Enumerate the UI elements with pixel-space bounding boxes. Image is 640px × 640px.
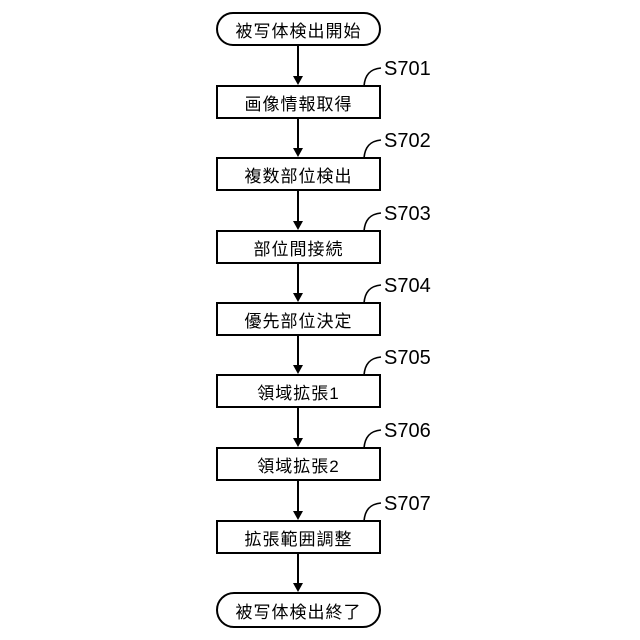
arrow-down-icon xyxy=(293,408,303,447)
process-box-label: 優先部位決定 xyxy=(244,311,353,331)
step-label-s702: S702 xyxy=(384,130,431,152)
step-label-s707: S707 xyxy=(384,493,431,515)
process-box-s706: 領域拡張2 xyxy=(216,447,381,481)
process-box-s702: 複数部位検出 xyxy=(216,157,381,191)
start-terminal-label: 被写体検出開始 xyxy=(235,21,362,41)
process-box-label: 複数部位検出 xyxy=(244,166,353,186)
process-box-label: 部位間接続 xyxy=(253,239,344,259)
process-box-s703: 部位間接続 xyxy=(216,230,381,264)
arrow-down-icon xyxy=(293,119,303,157)
step-label-s706: S706 xyxy=(384,420,431,442)
leader-curve-icon xyxy=(363,429,382,449)
process-box-s707: 拡張範囲調整 xyxy=(216,520,381,554)
end-terminal-label: 被写体検出終了 xyxy=(235,602,362,622)
leader-curve-icon xyxy=(363,356,382,376)
process-box-s701: 画像情報取得 xyxy=(216,85,381,119)
arrow-down-icon xyxy=(293,191,303,230)
step-label-s705: S705 xyxy=(384,347,431,369)
process-box-s705: 領域拡張1 xyxy=(216,374,381,408)
leader-curve-icon xyxy=(363,67,382,87)
leader-curve-icon xyxy=(363,139,382,159)
arrow-down-icon xyxy=(293,554,303,592)
process-box-label: 領域拡張2 xyxy=(257,456,340,476)
process-box-label: 拡張範囲調整 xyxy=(244,529,353,549)
start-terminal-node: 被写体検出開始 xyxy=(216,12,381,46)
leader-curve-icon xyxy=(363,284,382,304)
step-label-s704: S704 xyxy=(384,275,431,297)
step-label-s701: S701 xyxy=(384,58,431,80)
arrow-down-icon xyxy=(293,336,303,374)
leader-curve-icon xyxy=(363,212,382,232)
end-terminal-node: 被写体検出終了 xyxy=(216,592,381,628)
arrow-down-icon xyxy=(293,264,303,302)
leader-curve-icon xyxy=(363,502,382,522)
arrow-down-icon xyxy=(293,46,303,85)
process-box-label: 画像情報取得 xyxy=(244,94,353,114)
process-box-label: 領域拡張1 xyxy=(257,383,340,403)
arrow-down-icon xyxy=(293,481,303,520)
process-box-s704: 優先部位決定 xyxy=(216,302,381,336)
step-label-s703: S703 xyxy=(384,203,431,225)
